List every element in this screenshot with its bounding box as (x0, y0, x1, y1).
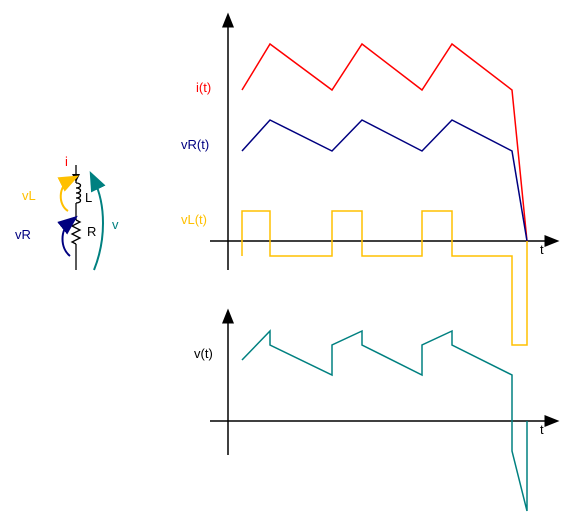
i-waveform (241, 42, 528, 242)
circuit-schematic: i vL L vR R v (15, 154, 119, 271)
inductor-symbol (75, 182, 82, 204)
current-label: i (65, 154, 68, 169)
v-voltage-arrow (89, 170, 106, 271)
vr-waveform (241, 119, 528, 242)
vl-t-label: vL(t) (181, 212, 207, 227)
bottom-plot: t v(t) (194, 308, 560, 512)
resistor-label: R (87, 224, 96, 239)
vl-waveform (241, 210, 528, 346)
vr-voltage-arrow (57, 215, 78, 257)
inductor-label: L (85, 190, 92, 205)
vl-voltage-arrow (57, 175, 79, 212)
v-waveform (241, 329, 528, 512)
v-label: v (112, 217, 119, 232)
vr-label: vR (15, 227, 31, 242)
resistor-symbol (70, 219, 82, 245)
top-plot: t i(t) vR(t) vL(t) (181, 12, 560, 346)
v-t-label: v(t) (194, 346, 213, 361)
i-label: i(t) (196, 80, 211, 95)
bottom-t-label: t (540, 422, 544, 437)
vr-t-label: vR(t) (181, 137, 209, 152)
current-arrow (72, 174, 80, 182)
top-t-label: t (540, 242, 544, 257)
vl-label: vL (22, 188, 36, 203)
